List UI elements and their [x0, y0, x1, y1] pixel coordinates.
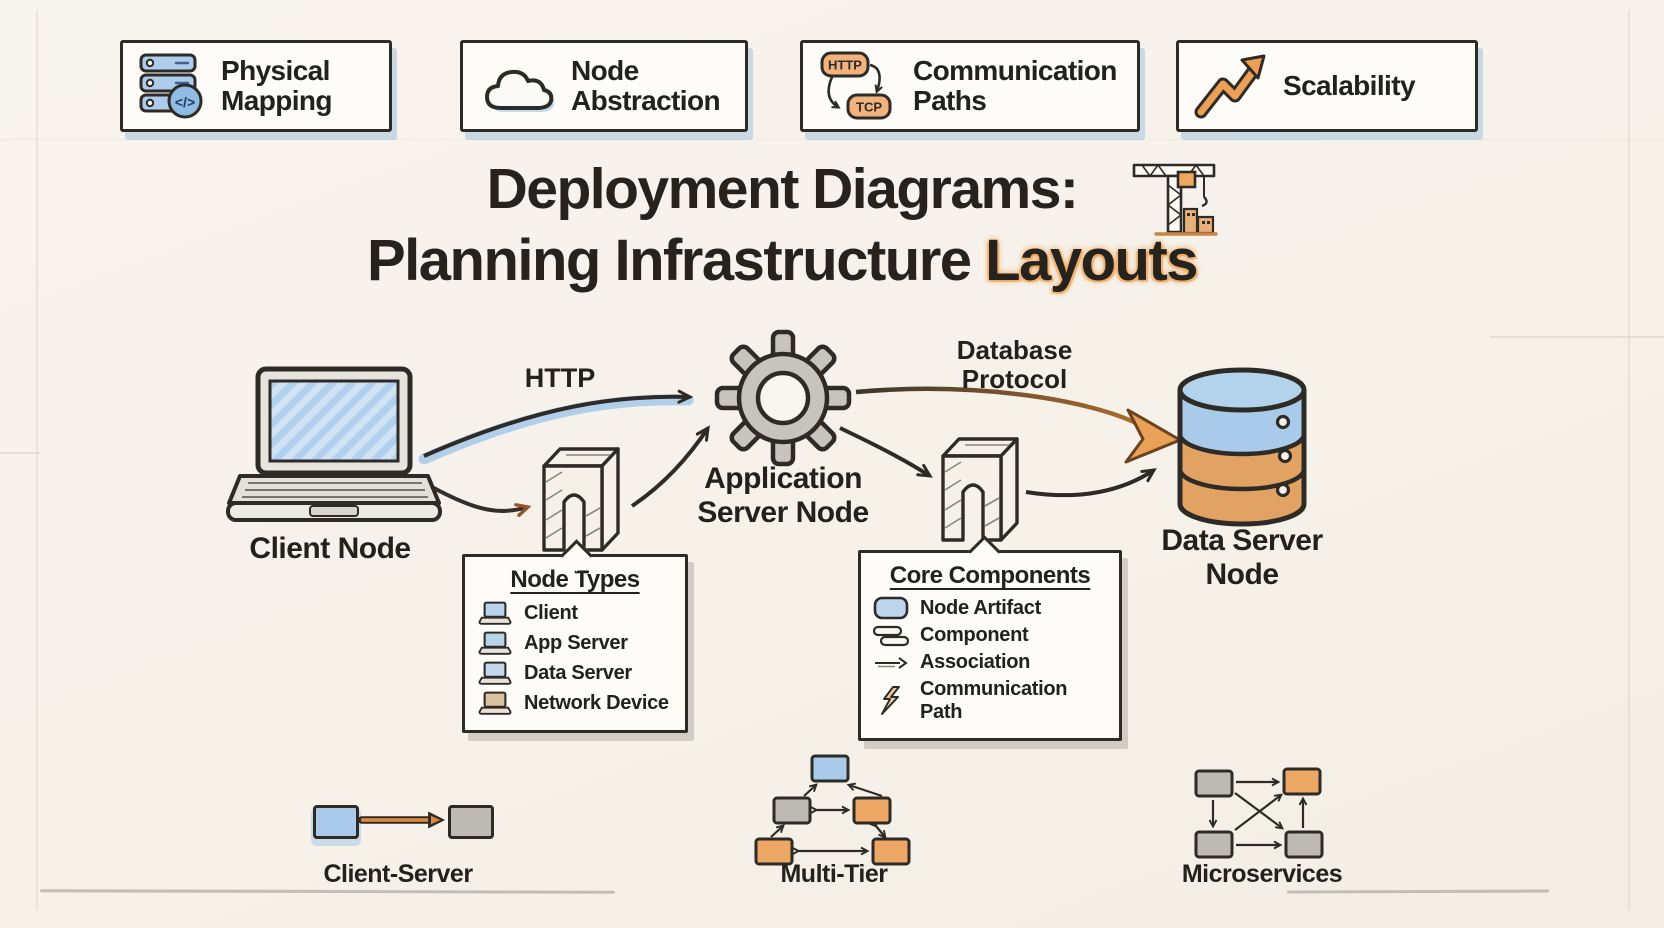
svg-text:TCP: TCP: [856, 100, 882, 115]
http-edge-label: HTTP: [524, 363, 596, 393]
mini-laptop-icon: [477, 690, 513, 716]
component-icon: [873, 625, 909, 647]
core-components-title: Core Components: [889, 562, 1091, 589]
page-title-line2: Planning Infrastructure Layouts: [0, 227, 1564, 294]
guide-line: [0, 452, 40, 454]
cloud-icon: [477, 56, 557, 116]
mini-laptop-icon: [477, 630, 513, 656]
lightning-bolt-icon: [873, 686, 909, 716]
construction-crane-icon: [1128, 155, 1222, 245]
database-cylinder-icon: [1172, 364, 1312, 536]
badge-physical-mapping: </> Physical Mapping: [120, 40, 392, 132]
legend-item-node-artifact: Node Artifact: [873, 596, 1107, 620]
badge-node-abstraction: Node Abstraction: [460, 40, 748, 132]
laptop-icon: [226, 366, 442, 532]
legend-item-association: Association: [873, 651, 1107, 674]
http-tcp-cycle-icon: HTTP TCP: [817, 49, 899, 123]
legend-item-app-server: App Server: [477, 630, 673, 656]
client-server-arrow: [358, 808, 448, 832]
legend-item-network-device: Network Device: [477, 690, 673, 716]
guide-line: [1490, 336, 1664, 338]
app-server-node-label: Application Server Node: [697, 462, 869, 529]
mini-laptop-icon: [477, 660, 513, 686]
badge-label: Communication Paths: [913, 55, 1117, 116]
guide-line: [0, 139, 1664, 140]
database-protocol-label: Database Protocol: [956, 335, 1073, 395]
badge-label: Physical Mapping: [221, 55, 332, 116]
title-line2-prefix: Planning Infrastructure: [366, 228, 986, 293]
guide-line: [36, 10, 38, 910]
node-types-callout: Node Types Client App Server Data Server…: [462, 539, 688, 733]
svg-text:HTTP: HTTP: [828, 58, 862, 73]
mini-laptop-icon: [477, 600, 513, 626]
pattern-label-client-server: Client-Server: [323, 860, 473, 888]
association-arrow-icon: [873, 655, 909, 671]
pattern-label-multi-tier: Multi-Tier: [780, 860, 888, 888]
multi-tier-diagram: [750, 750, 917, 870]
client-server-client-box: [313, 805, 359, 839]
gear-icon: [713, 328, 853, 468]
legend-item-client: Client: [477, 600, 673, 626]
pattern-label-microservices: Microservices: [1181, 860, 1343, 888]
growth-arrow-icon: [1193, 52, 1269, 120]
badge-label: Node Abstraction: [571, 55, 721, 116]
badge-communication-paths: HTTP TCP Communication Paths: [800, 40, 1140, 132]
microservices-diagram: [1190, 762, 1332, 864]
legend-item-data-server: Data Server: [477, 660, 673, 686]
arch-artifact-icon: [935, 428, 1029, 544]
core-components-callout: Core Components Node Artifact Component …: [858, 535, 1122, 741]
server-stack-icon: </>: [137, 51, 207, 121]
badge-label: Scalability: [1283, 70, 1416, 102]
node-artifact-icon: [873, 596, 909, 620]
client-node-label: Client Node: [249, 532, 411, 565]
svg-text:</>: </>: [175, 94, 195, 110]
arch-artifact-icon: [536, 438, 630, 554]
data-server-node-label: Data Server Node: [1161, 524, 1323, 591]
title-highlight: Layouts: [985, 228, 1198, 293]
page-title-line1: Deployment Diagrams:: [486, 157, 1079, 221]
client-server-server-box: [448, 805, 494, 839]
badge-scalability: Scalability: [1176, 40, 1478, 132]
guide-line: [1628, 10, 1630, 910]
legend-item-communication-path: Communication Path: [873, 678, 1107, 724]
legend-item-component: Component: [873, 624, 1107, 647]
